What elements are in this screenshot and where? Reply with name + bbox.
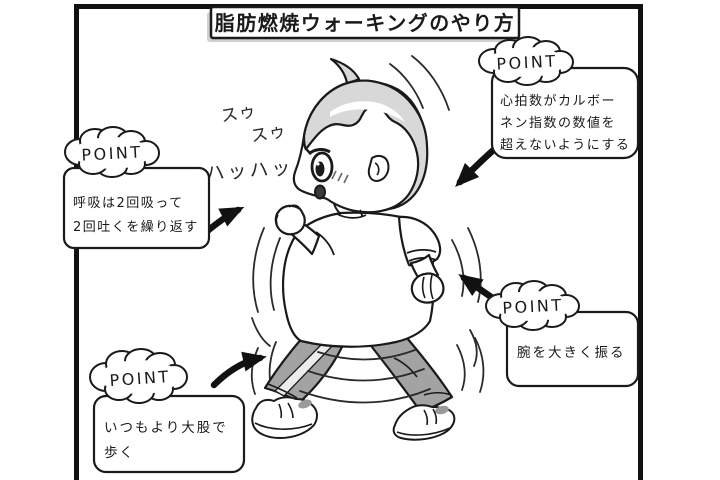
sneakers bbox=[251, 396, 456, 441]
point-badge: POINT bbox=[81, 142, 143, 164]
back-shoe-collar bbox=[435, 405, 449, 415]
callout-stride: いつもより大股で 歩く POINT bbox=[89, 348, 246, 474]
front-fist bbox=[274, 204, 306, 236]
sfx-exhale: ハッハッ bbox=[205, 157, 294, 185]
walker-character bbox=[251, 57, 456, 441]
point-cloud: POINT bbox=[89, 348, 188, 404]
point-cloud: POINT bbox=[485, 280, 580, 331]
point-badge: POINT bbox=[109, 367, 171, 390]
hair-highlight bbox=[330, 101, 405, 122]
tip-line: 歩く bbox=[104, 445, 135, 461]
tip-line: いつもより大股で bbox=[104, 420, 228, 436]
title-banner: 脂肪燃焼ウォーキングのやり方 bbox=[207, 5, 521, 42]
front-arm bbox=[274, 204, 321, 256]
point-badge: POINT bbox=[496, 51, 558, 73]
callout-arm-swing: 腕を大きく振る POINT bbox=[485, 280, 640, 388]
tip-line: 2回吐くを繰り返す bbox=[73, 220, 199, 235]
callout-breathing: 呼吸は2回吸って 2回吐くを繰り返す POINT bbox=[62, 126, 211, 250]
tip-line: 呼吸は2回吸って bbox=[73, 196, 184, 211]
point-cloud: POINT bbox=[64, 126, 160, 178]
sfx-inhale-2: スゥ bbox=[249, 121, 288, 147]
back-arm bbox=[409, 253, 445, 304]
front-shoe-collar bbox=[298, 399, 312, 409]
tip-line: ネン指数の数値を bbox=[500, 115, 616, 131]
motion-lines-background bbox=[251, 55, 485, 395]
page-title: 脂肪燃焼ウォーキングのやり方 bbox=[215, 11, 515, 35]
tip-line: 腕を大きく振る bbox=[517, 345, 626, 361]
arrow-heart-rate bbox=[455, 143, 501, 187]
point-badge: POINT bbox=[502, 295, 564, 317]
back-sleeve bbox=[397, 215, 442, 267]
head bbox=[292, 57, 429, 217]
arrow-stride bbox=[210, 351, 267, 389]
tip-line: 超えないようにする bbox=[500, 138, 630, 153]
blush-marks bbox=[331, 170, 349, 184]
tip-line: 心拍数がカルボー bbox=[500, 94, 616, 109]
leg-swing-arcs bbox=[299, 349, 431, 404]
callout-heart-rate: 心拍数がカルボー ネン指数の数値を 超えないようにする POINT bbox=[478, 36, 640, 160]
sound-effects: スゥ スゥ ハッハッ bbox=[205, 101, 294, 185]
sfx-inhale-1: スゥ bbox=[219, 101, 258, 127]
point-cloud: POINT bbox=[478, 36, 574, 86]
mouth bbox=[314, 184, 326, 200]
hair-tuft bbox=[329, 57, 361, 85]
t-shirt bbox=[282, 211, 442, 348]
back-fist bbox=[410, 272, 445, 304]
